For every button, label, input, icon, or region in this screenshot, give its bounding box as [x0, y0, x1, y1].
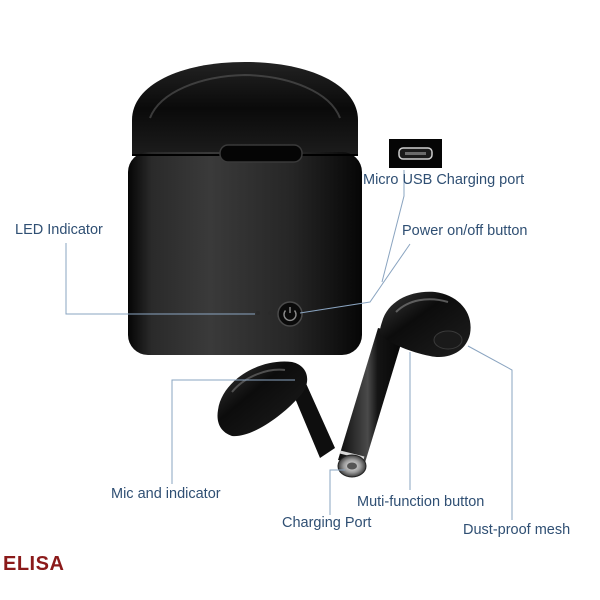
right-earbud [337, 291, 471, 478]
brand-watermark: ELISA [3, 553, 65, 575]
label-led-indicator: LED Indicator [15, 222, 103, 238]
led-indicator-dot [256, 311, 260, 315]
case-dot [268, 311, 272, 315]
right-earbud-highlight [395, 298, 449, 313]
label-micro-usb-port: Micro USB Charging port [363, 172, 525, 188]
leader-dust [467, 345, 513, 520]
leader-led [65, 243, 255, 315]
micro-usb-port-inset [389, 139, 442, 168]
leader-lines [65, 170, 513, 520]
label-power-button: Power on/off button [402, 223, 528, 239]
leader-charging [329, 469, 345, 515]
dust-proof-mesh [433, 330, 463, 350]
label-charging-port: Charging Port [282, 515, 372, 531]
charging-port-contact [347, 462, 357, 470]
right-earbud-stem [338, 328, 404, 466]
case-body [128, 152, 362, 355]
case-lid-highlight [149, 73, 341, 119]
label-multi-function-button: Muti-function button [357, 494, 485, 510]
leader-usb [381, 170, 405, 283]
charging-case [128, 62, 362, 355]
label-dust-proof-mesh: Dust-proof mesh [463, 522, 571, 538]
case-slot [219, 144, 303, 163]
leader-power [299, 243, 411, 314]
leader-mic [171, 379, 295, 484]
left-earbud-highlight [231, 368, 286, 393]
power-icon [283, 307, 297, 322]
power-button [277, 301, 303, 327]
label-mic-indicator: Mic and indicator [111, 486, 221, 502]
left-earbud [217, 361, 335, 458]
